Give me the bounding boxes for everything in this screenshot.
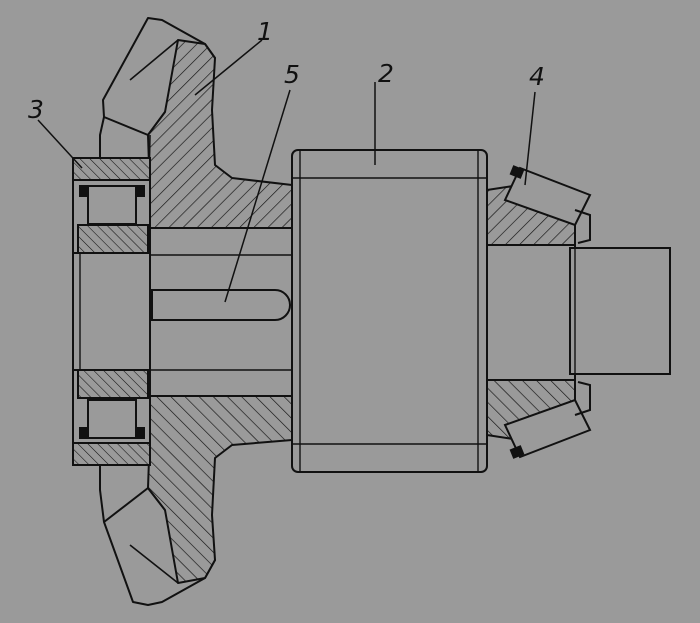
roller-bearing-left (72, 157, 151, 466)
callout-label-5: 5 (284, 60, 300, 89)
key-slot (151, 289, 291, 321)
bevel-gear-upper-section (102, 17, 293, 231)
callout-label-4: 4 (529, 62, 545, 91)
shaft-end-stub (486, 244, 671, 381)
bevel-gear-lower-section (103, 395, 293, 606)
leader-lines (37, 39, 536, 303)
pinion-shaft-body (291, 149, 488, 473)
callout-label-2: 2 (378, 59, 394, 88)
callout-label-3: 3 (28, 95, 44, 124)
callout-label-1: 1 (257, 17, 273, 46)
tapered-roller-bearing-right (486, 165, 592, 459)
